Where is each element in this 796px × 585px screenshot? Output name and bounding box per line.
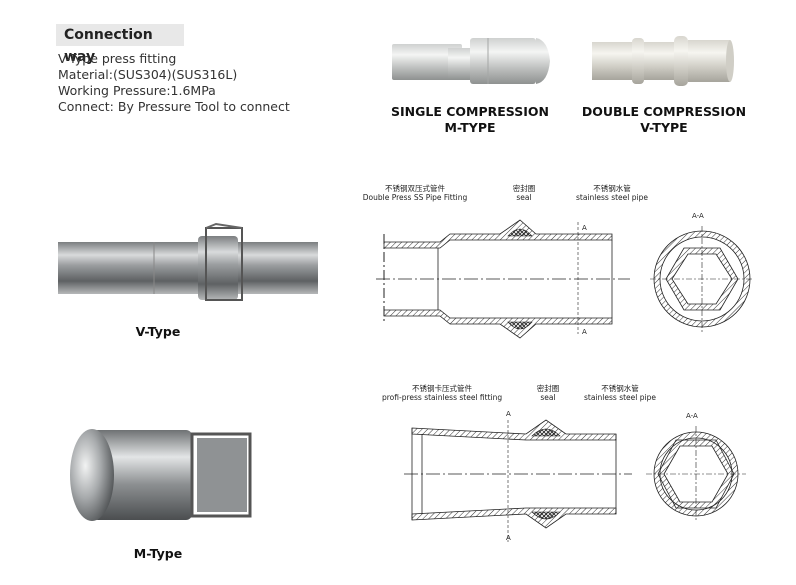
spec-connect: Connect: By Pressure Tool to connect [58, 99, 290, 114]
v-pipe-label: 不锈钢水管 stainless steel pipe [572, 184, 652, 202]
m-section-mark-top: A [506, 410, 511, 418]
m-type-photo [70, 429, 252, 521]
v-pipe-cn: 不锈钢水管 [593, 184, 631, 193]
v-seal-label: 密封圈 seal [504, 184, 544, 202]
v-seal-en: seal [516, 193, 532, 202]
m-fitting-label: 不锈钢卡压式管件 profi-press stainless steel fit… [382, 384, 502, 402]
v-type-cross-section-diagram: A A A-A [376, 212, 754, 339]
m-type-label: M-Type [133, 546, 183, 561]
v-section-label: A-A [692, 212, 704, 220]
v-pipe-en: stainless steel pipe [576, 193, 648, 202]
single-compression-title: SINGLE COMPRESSION [391, 104, 549, 119]
single-compression-fitting-image [392, 38, 550, 84]
v-seal-cn: 密封圈 [512, 184, 536, 193]
single-compression-subtitle: M-TYPE [444, 120, 496, 135]
m-seal-label: 密封圈 seal [528, 384, 568, 402]
double-compression-subtitle: V-TYPE [640, 120, 688, 135]
v-fitting-cn: 不锈钢双压式管件 [385, 184, 445, 193]
v-fitting-label: 不锈钢双压式管件 Double Press SS Pipe Fitting [360, 184, 470, 202]
m-seal-en: seal [540, 393, 556, 402]
m-pipe-en: stainless steel pipe [584, 393, 656, 402]
m-fitting-en: profi-press stainless steel fitting [382, 393, 503, 402]
m-section-label: A-A [686, 412, 698, 420]
double-compression-title: DOUBLE COMPRESSION [581, 104, 747, 119]
spec-material: Material:(SUS304)(SUS316L) [58, 67, 238, 82]
spec-pressure: Working Pressure:1.6MPa [58, 83, 216, 98]
spec-fitting-type: V-Type press fitting [58, 51, 177, 66]
double-compression-caption: DOUBLE COMPRESSION V-TYPE [574, 104, 754, 136]
m-section-mark-bottom: A [506, 534, 511, 542]
m-seal-cn: 密封圈 [536, 384, 560, 393]
m-pipe-label: 不锈钢水管 stainless steel pipe [580, 384, 660, 402]
v-type-photo [58, 222, 318, 301]
v-section-mark-bottom: A [582, 328, 587, 336]
m-type-cross-section-diagram: A A A-A [404, 410, 746, 542]
connection-way-title: Connection way [56, 24, 184, 65]
v-fitting-en: Double Press SS Pipe Fitting [362, 193, 468, 202]
single-compression-caption: SINGLE COMPRESSION M-TYPE [380, 104, 560, 136]
double-compression-fitting-image [592, 36, 734, 86]
m-pipe-cn: 不锈钢水管 [601, 384, 639, 393]
v-type-label: V-Type [135, 324, 181, 339]
v-section-mark-top: A [582, 224, 587, 232]
m-fitting-cn: 不锈钢卡压式管件 [412, 384, 472, 393]
